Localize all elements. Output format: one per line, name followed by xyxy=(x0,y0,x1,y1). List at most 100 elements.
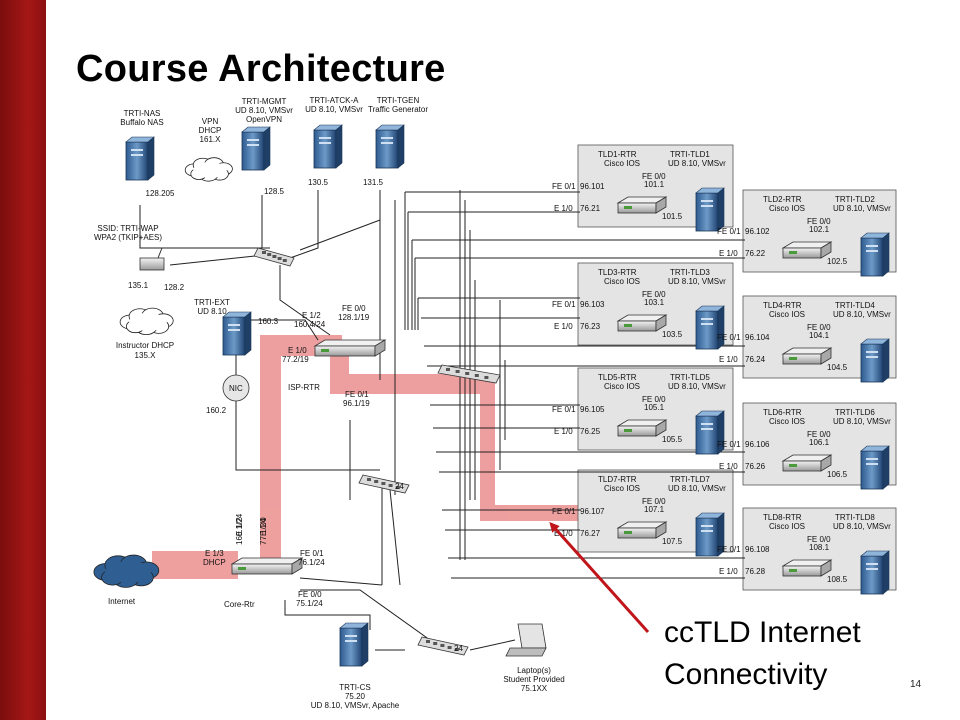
isp-fe01-label: FE 0/1 xyxy=(345,390,369,399)
mgmt-server xyxy=(241,126,271,171)
core-fe00-ip: 75.1/24 xyxy=(296,599,323,608)
tld-fe00-ip-4: 104.1 xyxy=(809,331,830,340)
internet-cloud xyxy=(93,554,160,588)
core-e10-label: E 1/0 xyxy=(259,517,268,536)
tld-router-os-7: Cisco IOS xyxy=(604,484,640,493)
core-e13-label: E 1/3 xyxy=(205,549,224,558)
vpn-dhcp: DHCP xyxy=(199,126,222,135)
core-router-name: Core-Rtr xyxy=(224,600,255,609)
tgen-name: TRTI-TGEN xyxy=(377,96,420,105)
tld-server-ip-8: 108.5 xyxy=(827,575,848,584)
wap-ssid: SSID: TRTI-WAP xyxy=(97,224,158,233)
mgmt-desc: UD 8.10, VMSvr xyxy=(235,106,293,115)
wiring xyxy=(139,190,745,651)
tld-server-8 xyxy=(860,550,890,595)
core-e12-label: E 1/2 xyxy=(235,517,244,536)
tld-fe01-ip-8: 96.108 xyxy=(745,545,770,554)
laptop-range: 75.1XX xyxy=(521,684,548,693)
tld-server-desc-4: UD 8.10, VMSvr xyxy=(833,310,891,319)
ext-name: TRTI-EXT xyxy=(194,298,230,307)
tld-server-name-5: TRTI-TLD5 xyxy=(670,373,710,382)
tld-server-desc-1: UD 8.10, VMSvr xyxy=(668,159,726,168)
tld-router-name-3: TLD3-RTR xyxy=(598,268,637,277)
tld-fe01-label-7: FE 0/1 xyxy=(552,507,576,516)
tld-fe01-ip-2: 96.102 xyxy=(745,227,770,236)
tld-server-ip-3: 103.5 xyxy=(662,330,683,339)
tgen-ip: 131.5 xyxy=(363,178,384,187)
tld-server-4 xyxy=(860,338,890,383)
tld-fe00-label-5: FE 0/0 xyxy=(642,395,666,404)
tld-router-os-5: Cisco IOS xyxy=(604,382,640,391)
tld-router-3 xyxy=(616,314,668,332)
tld-router-os-6: Cisco IOS xyxy=(769,417,805,426)
tld-server-name-8: TRTI-TLD8 xyxy=(835,513,875,522)
highlight-path xyxy=(152,335,600,579)
tld-e10-ip-3: 76.23 xyxy=(580,322,601,331)
tld-server-3 xyxy=(695,305,725,350)
tld-fe01-ip-3: 96.103 xyxy=(580,300,605,309)
slide-title: Course Architecture xyxy=(76,48,446,90)
callout-line-1: ccTLD Internet xyxy=(664,616,861,649)
ext-ip: 160.3 xyxy=(258,317,279,326)
tld-router-5 xyxy=(616,419,668,437)
tgen-server xyxy=(375,124,405,169)
tld-fe00-ip-7: 107.1 xyxy=(644,505,665,514)
isp-router-name: ISP-RTR xyxy=(288,383,320,392)
tld-fe00-ip-2: 102.1 xyxy=(809,225,830,234)
isp-switch xyxy=(437,364,501,384)
tld-fe01-label-1: FE 0/1 xyxy=(552,182,576,191)
tld-fe01-label-3: FE 0/1 xyxy=(552,300,576,309)
isp-fe01-ip: 96.1/19 xyxy=(343,399,370,408)
tld-server-name-7: TRTI-TLD7 xyxy=(670,475,710,484)
tgen-desc: Traffic Generator xyxy=(368,105,428,114)
tld-server-6 xyxy=(860,445,890,490)
wap-ip-1: 135.1 xyxy=(128,281,149,290)
tld-fe00-label-7: FE 0/0 xyxy=(642,497,666,506)
laptop-device xyxy=(505,623,547,657)
tld-fe00-label-6: FE 0/0 xyxy=(807,430,831,439)
core-e13-dhcp: DHCP xyxy=(203,558,226,567)
tld-fe00-label-1: FE 0/0 xyxy=(642,172,666,181)
tld-e10-ip-5: 76.25 xyxy=(580,427,601,436)
tld-router-name-5: TLD5-RTR xyxy=(598,373,637,382)
tld-server-ip-4: 104.5 xyxy=(827,363,848,372)
tld-fe00-ip-8: 108.1 xyxy=(809,543,830,552)
tld-router-name-2: TLD2-RTR xyxy=(763,195,802,204)
cs-ip: 75.20 xyxy=(345,692,366,701)
tld-router-name-7: TLD7-RTR xyxy=(598,475,637,484)
core-router xyxy=(230,557,304,575)
mgmt-name: TRTI-MGMT xyxy=(242,97,287,106)
tld-e10-ip-6: 76.26 xyxy=(745,462,766,471)
wap-security: WPA2 (TKIP+AES) xyxy=(94,233,162,242)
tld-e10-ip-2: 76.22 xyxy=(745,249,766,258)
tld-router-1 xyxy=(616,196,668,214)
tld-router-name-6: TLD6-RTR xyxy=(763,408,802,417)
cs-desc: UD 8.10, VMSvr, Apache xyxy=(311,701,400,710)
isp-fe00-ip: 128.1/19 xyxy=(338,313,370,322)
tld-fe00-label-8: FE 0/0 xyxy=(807,535,831,544)
atck-ip: 130.5 xyxy=(308,178,329,187)
tld-fe00-label-4: FE 0/0 xyxy=(807,323,831,332)
instructor-range: 135.X xyxy=(135,351,157,360)
tld-server-desc-7: UD 8.10, VMSvr xyxy=(668,484,726,493)
tld-server-name-3: TRTI-TLD3 xyxy=(670,268,710,277)
tld-server-ip-6: 106.5 xyxy=(827,470,848,479)
cs-switch-port-label: 24 xyxy=(454,644,463,653)
tld-e10-ip-1: 76.21 xyxy=(580,204,601,213)
core-fe01-ip: 76.1/24 xyxy=(298,558,325,567)
tld-router-os-8: Cisco IOS xyxy=(769,522,805,531)
tld-router-6 xyxy=(781,454,833,472)
tld-server-name-1: TRTI-TLD1 xyxy=(670,150,710,159)
tld-fe01-ip-5: 96.105 xyxy=(580,405,605,414)
core-fe01-label: FE 0/1 xyxy=(300,549,324,558)
tld-fe01-label-8: FE 0/1 xyxy=(717,545,741,554)
tld-server-ip-2: 102.5 xyxy=(827,257,848,266)
tld-router-7 xyxy=(616,521,668,539)
tld-server-name-2: TRTI-TLD2 xyxy=(835,195,875,204)
tld-server-name-6: TRTI-TLD6 xyxy=(835,408,875,417)
instructor-label: Instructor DHCP xyxy=(116,341,174,350)
tld-router-name-1: TLD1-RTR xyxy=(598,150,637,159)
atck-desc: UD 8.10, VMSvr xyxy=(305,105,363,114)
core-switch-port-label: 24 xyxy=(395,482,404,491)
